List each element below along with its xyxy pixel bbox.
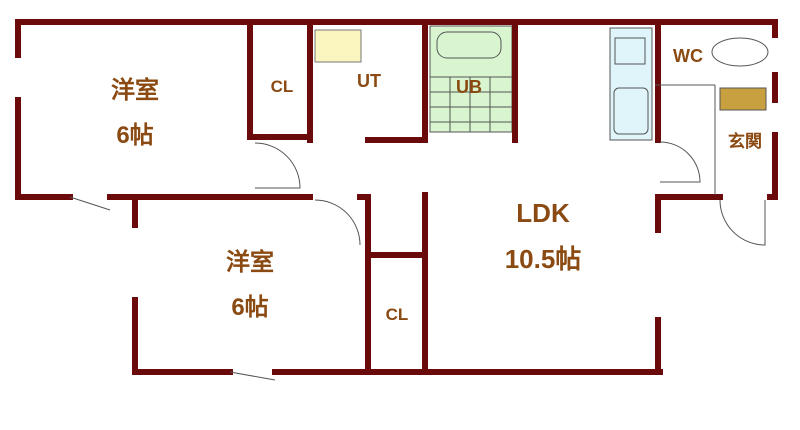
closet2-label: CL (386, 305, 409, 324)
room-name-western1: 洋室 (111, 76, 159, 104)
ldk-size: 10.5帖 (505, 244, 582, 274)
shoe-cabinet (719, 87, 767, 111)
kitchen-counter (609, 27, 653, 141)
room-size-western1: 6帖 (116, 122, 153, 149)
sink-icon (613, 87, 649, 135)
toilet-icon (711, 37, 769, 67)
walls (15, 19, 778, 375)
entrance-label: 玄関 (728, 131, 762, 151)
room-size-western2: 6帖 (231, 294, 268, 321)
room-name-western2: 洋室 (226, 248, 274, 276)
wc-label: WC (673, 46, 703, 66)
utility-label: UT (357, 71, 381, 91)
stove-icon (614, 37, 646, 65)
bath-tiles (430, 76, 512, 132)
doors (69, 84, 766, 381)
bath-label: UB (456, 77, 482, 97)
closet1-label: CL (271, 77, 294, 96)
washbasin-icon (314, 29, 362, 63)
ldk-name: LDK (516, 198, 570, 228)
bathtub-icon (429, 25, 513, 133)
